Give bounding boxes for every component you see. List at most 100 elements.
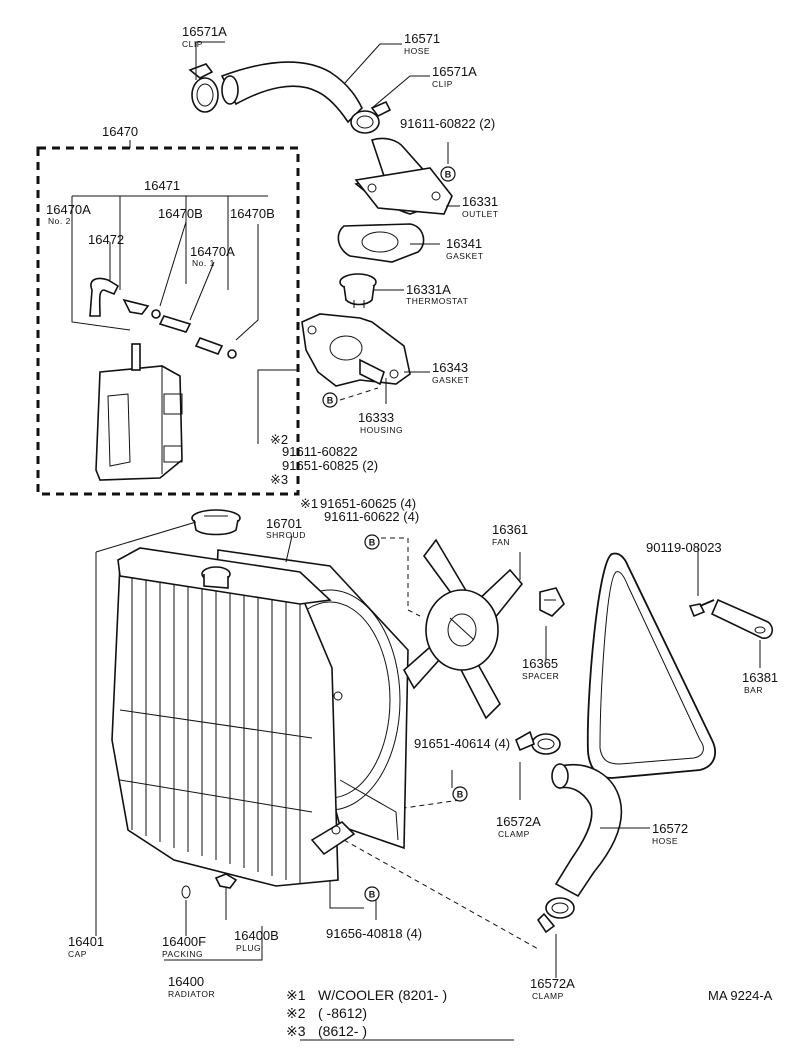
label-91651-mid: 91651-60825 (2): [282, 458, 378, 473]
label-16400f: 16400F: [162, 934, 206, 949]
label-16471: 16471: [144, 178, 180, 193]
outlet-16331: [354, 137, 453, 215]
label-16470a-left: 16470A: [46, 202, 91, 217]
svg-text:B: B: [457, 790, 464, 800]
svg-text:B: B: [327, 396, 334, 406]
gasket-16341: [337, 223, 425, 263]
plug-16400b: [214, 873, 238, 889]
note-2-mark: ※2: [286, 1005, 306, 1021]
svg-text:B: B: [369, 538, 376, 548]
label-16400-sub: RADIATOR: [168, 989, 215, 999]
reservoir-kit-box: [36, 140, 300, 496]
label-16572a-bottom-sub: CLAMP: [532, 991, 564, 1001]
label-16701: 16701: [266, 516, 302, 531]
tee-16470a: [122, 298, 150, 315]
label-16470a-right-sub: No. 1: [192, 258, 215, 268]
figure-id: MA 9224-A: [708, 988, 773, 1003]
label-16572a-bottom: 16572A: [530, 976, 575, 991]
label-16401-sub: CAP: [68, 949, 87, 959]
label-16365-sub: SPACER: [522, 671, 559, 681]
label-16572a-top-sub: CLAMP: [498, 829, 530, 839]
bolt-callout-2: B: [322, 392, 338, 408]
clip-16571a-right: [350, 100, 392, 134]
label-16381: 16381: [742, 670, 778, 685]
label-16343-sub: GASKET: [432, 375, 469, 385]
bolt-callout-3: B: [364, 534, 380, 550]
label-16341: 16341: [446, 236, 482, 251]
label-91651-fan: 91651-60625 (4): [320, 496, 416, 511]
note-1-mark: ※1: [286, 987, 306, 1003]
label-91651-shroud: 91651-40614 (4): [414, 736, 510, 751]
upper-hose-group: [188, 61, 453, 387]
label-91611-top: 91611-60822 (2): [400, 116, 495, 131]
cap-16401: [191, 509, 241, 536]
label-16571a-right-sub: CLIP: [432, 79, 453, 89]
label-16571a-top: 16571A: [182, 24, 227, 39]
label-16331a: 16331A: [406, 282, 451, 297]
leader-lines: [95, 41, 761, 1041]
bolt-callout-4: B: [452, 786, 468, 802]
label-16470a-left-sub: No. 2: [48, 216, 71, 226]
label-16361-sub: FAN: [492, 537, 510, 547]
housing-16333: [301, 313, 411, 387]
label-16470: 16470: [102, 124, 138, 139]
label-16572-sub: HOSE: [652, 836, 678, 846]
label-91656: 91656-40818 (4): [326, 926, 422, 941]
label-16341-sub: GASKET: [446, 251, 483, 261]
clamp-16572a-lower: [536, 897, 575, 934]
label-16572a-top: 16572A: [496, 814, 541, 829]
note-2-text: ( -8612): [318, 1005, 367, 1021]
notes-legend: ※1 W/COOLER (8201- ) ※2 ( -8612) ※3 (861…: [286, 987, 447, 1039]
svg-text:B: B: [445, 170, 452, 180]
label-16333: 16333: [358, 410, 394, 425]
svg-text:B: B: [369, 890, 376, 900]
label-91611-mid: 91611-60822: [282, 444, 358, 459]
label-16571a-top-sub: CLIP: [182, 39, 203, 49]
label-16571a-right: 16571A: [432, 64, 477, 79]
label-16470b-1: 16470B: [158, 206, 203, 221]
label-16470a-right: 16470A: [190, 244, 235, 259]
label-90119: 90119-08023: [646, 540, 722, 555]
hose-16571: [220, 61, 363, 124]
clip-16571a-left: [188, 63, 219, 113]
lower-hose-group: [514, 730, 623, 934]
note-3-text: (8612- ): [318, 1023, 367, 1039]
label-16400: 16400: [168, 974, 204, 989]
label-16472: 16472: [88, 232, 124, 247]
label-16361: 16361: [492, 522, 528, 537]
label-16571-sub: HOSE: [404, 46, 430, 56]
thermostat-16331a: [339, 273, 377, 308]
label-16331a-sub: THERMOSTAT: [406, 296, 468, 306]
label-16343: 16343: [432, 360, 468, 375]
note2-mark-mid: ※2: [270, 432, 288, 447]
label-16381-sub: BAR: [744, 685, 763, 695]
label-16331: 16331: [462, 194, 498, 209]
note-3-mark: ※3: [286, 1023, 306, 1039]
label-16401: 16401: [68, 934, 104, 949]
label-16331-sub: OUTLET: [462, 209, 499, 219]
reservoir-tank: [95, 343, 183, 481]
note1-mark-fan: ※1: [300, 496, 318, 511]
packing-16400f: [181, 885, 191, 899]
label-16701-sub: SHROUD: [266, 530, 306, 540]
radiator-fins: [119, 576, 313, 884]
note-1-text: W/COOLER (8201- ): [318, 987, 447, 1003]
spacer-16365: [539, 587, 565, 617]
bolt-callout-5: B: [364, 886, 380, 902]
label-16400f-sub: PACKING: [162, 949, 203, 959]
label-16333-sub: HOUSING: [360, 425, 403, 435]
bar-16381: [710, 598, 774, 639]
label-16400b: 16400B: [234, 928, 279, 943]
label-16571: 16571: [404, 31, 440, 46]
hose-16572: [554, 764, 623, 898]
note3-mark-mid: ※3: [270, 472, 288, 487]
label-91611-fan: 91611-60622 (4): [324, 509, 419, 524]
label-16400b-sub: PLUG: [236, 943, 261, 953]
bolt-90119: [688, 599, 715, 618]
bolt-callout-1: B: [440, 166, 456, 182]
clamp-16572a-upper: [514, 730, 561, 755]
fan-16361: [402, 538, 524, 720]
label-16470b-2: 16470B: [230, 206, 275, 221]
label-16572: 16572: [652, 821, 688, 836]
